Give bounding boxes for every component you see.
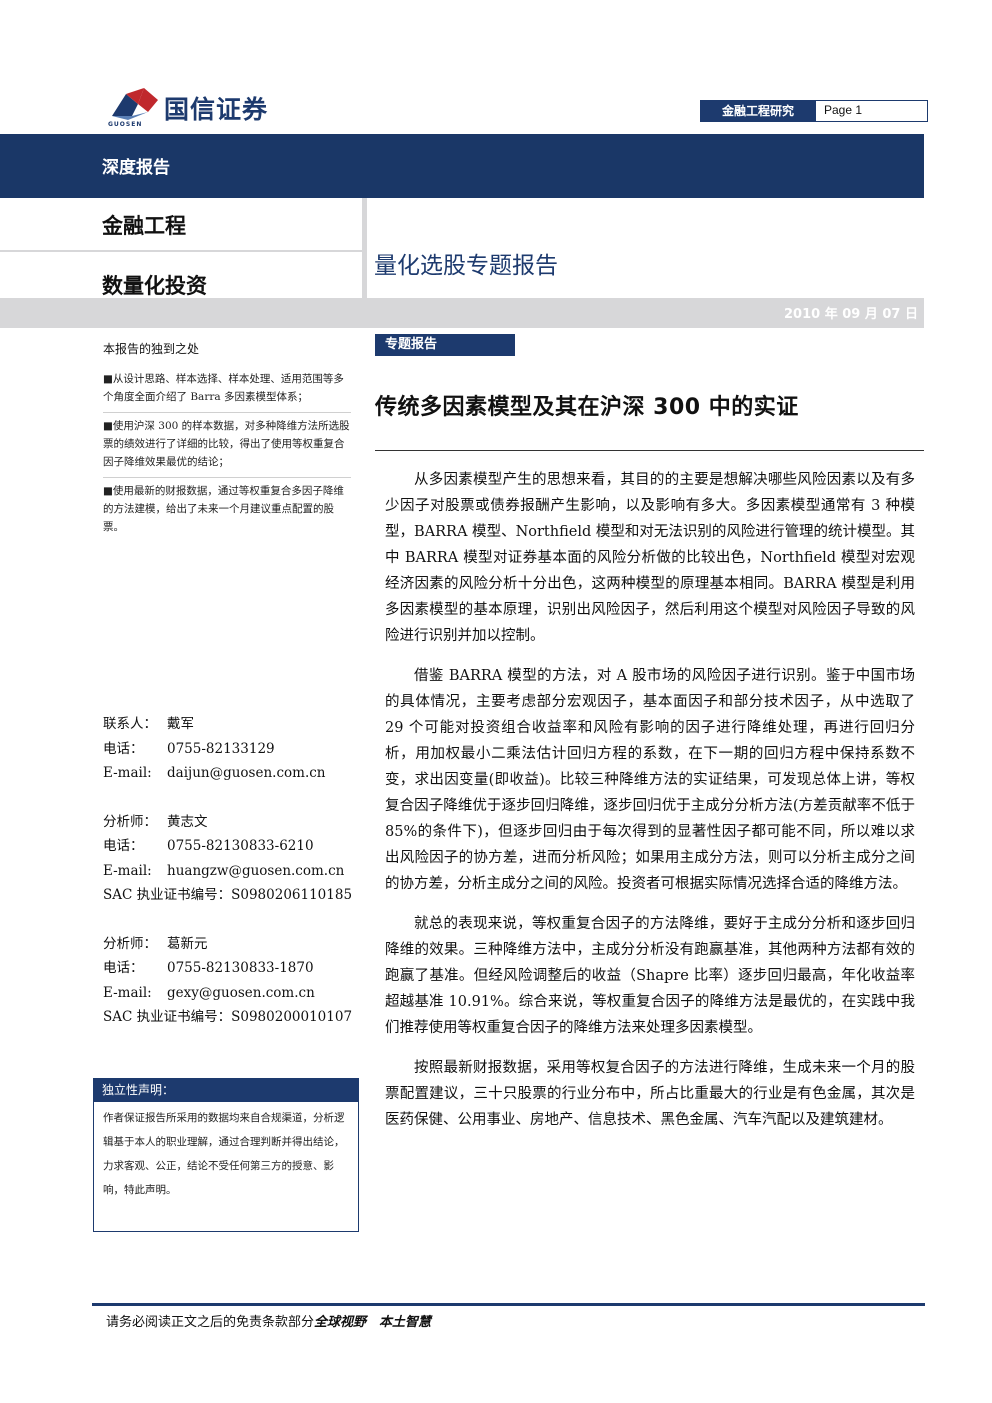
analyst-name-row: 分析师： 葛新元 (103, 932, 363, 957)
footer-disclaimer: 请务必阅读正文之后的免责条款部分 (106, 1315, 315, 1330)
analyst-cert-row: SAC 执业证书编号：S0980200010107 (103, 1005, 363, 1030)
brand-name: 国信证券 (164, 95, 269, 124)
email-label: E-mail: (103, 862, 152, 879)
cert-label: SAC 执业证书编号： (103, 1009, 232, 1025)
contact-list: 联系人： 戴军 电话： 0755-82133129 E-mail: daijun@gu… (103, 712, 363, 1030)
page-number: Page 1 (824, 103, 863, 117)
analyst-email-row: E-mail: gexy@guosen.com.cn (103, 981, 363, 1006)
department-label: 金融工程研究 (700, 100, 816, 122)
cert-label: SAC 执业证书编号： (103, 887, 232, 903)
panel-divider (362, 198, 367, 298)
contact-label: 联系人： (103, 716, 157, 732)
analyst-cert: S0980206110185 (231, 887, 353, 903)
body-paragraph: 从多因素模型产生的思想来看，其目的的主要是想解决哪些风险因素以及有多少因子对股票… (385, 472, 915, 644)
analyst-name-row: 分析师： 黄志文 (103, 810, 363, 835)
phone-label: 电话： (103, 740, 144, 757)
highlight-item: ■使用沪深 300 的样本数据，对多种降维方法所选股票的绩效进行了详细的比较，得… (103, 412, 351, 471)
analyst-cert: S0980200010107 (231, 1009, 353, 1025)
title-divider (375, 450, 924, 451)
report-subject: 量化选股专题报告 (374, 253, 558, 279)
contact-email[interactable]: daijun@guosen.com.cn (167, 765, 326, 781)
report-type-banner (0, 134, 924, 198)
phone-label: 电话： (103, 960, 144, 976)
highlights-list: ■从设计思路、样本选择、样本处理、适用范围等多个角度全面介绍了 Barra 多因… (103, 370, 351, 542)
analyst-cert-row: SAC 执业证书编号：S0980206110185 (103, 883, 363, 908)
contact-name: 戴军 (167, 716, 194, 732)
highlight-item: ■从设计思路、样本选择、样本处理、适用范围等多个角度全面介绍了 Barra 多因… (103, 373, 344, 403)
analyst-email-row: E-mail: huangzw@guosen.com.cn (103, 859, 363, 884)
contact-email-row: E-mail: daijun@guosen.com.cn (103, 761, 363, 786)
body-paragraph: 按照最新财报数据，采用等权复合因子的方法进行降维，生成未来一个月的股票配置建议，… (385, 1060, 915, 1128)
footer-slogan: 全球视野 本土智慧 (314, 1315, 432, 1330)
analyst-label: 分析师： (103, 813, 157, 830)
email-label: E-mail: (103, 765, 152, 781)
contact-phone-row: 电话： 0755-82133129 (103, 737, 363, 762)
analyst-phone: 0755-82130833-6210 (167, 838, 314, 854)
highlight-item: ■使用最新的财报数据，通过等权重复合多因子降维的方法建模，给出了未来一个月建议重… (103, 477, 351, 536)
phone-label: 电话： (103, 838, 144, 854)
report-type: 深度报告 (102, 158, 170, 178)
sub-sector-title: 数量化投资 (102, 274, 207, 298)
contact-phone: 0755-82133129 (167, 740, 275, 757)
sector-title: 金融工程 (102, 214, 186, 238)
highlights-title: 本报告的独到之处 (103, 342, 200, 356)
article-body: 从多因素模型产生的思想来看，其目的的主要是想解决哪些风险因素以及有多少因子对股票… (385, 467, 915, 1147)
sector-panel-top (0, 198, 362, 250)
analyst-phone-row: 电话： 0755-82130833-1870 (103, 956, 363, 981)
sector-panel-bottom (0, 252, 362, 298)
article-title: 传统多因素模型及其在沪深 300 中的实证 (375, 395, 799, 420)
footer-divider (92, 1303, 925, 1306)
subject-panel (367, 198, 924, 298)
body-paragraph: 借鉴 BARRA 模型的方法，对 A 股市场的风险因子进行识别。鉴于中国市场的具… (385, 668, 915, 892)
email-label: E-mail: (103, 984, 152, 1001)
date-bar (0, 298, 924, 328)
analyst-phone: 0755-82130833-1870 (167, 960, 314, 976)
footer: 请务必阅读正文之后的免责条款部分全球视野 本土智慧 (106, 1311, 431, 1330)
report-date: 2010 年 09 月 07 日 (784, 307, 918, 322)
analyst-label: 分析师： (103, 935, 157, 952)
contact-name-row: 联系人： 戴军 (103, 712, 363, 737)
analyst-name: 黄志文 (167, 813, 208, 830)
analyst-email[interactable]: huangzw@guosen.com.cn (167, 862, 345, 879)
brand-sub: GUOSEN (108, 121, 143, 128)
analyst-phone-row: 电话： 0755-82130833-6210 (103, 834, 363, 859)
body-paragraph: 就总的表现来说，等权重复合因子的方法降维，要好于主成分分析和逐步回归降维的效果。… (385, 916, 915, 1036)
analyst-name: 葛新元 (167, 935, 208, 952)
independence-title: 独立性声明： (93, 1078, 359, 1102)
article-tag: 专题报告 (375, 334, 515, 356)
guosen-logo-icon (112, 88, 158, 120)
independence-text: 作者保证报告所采用的数据均来自合规渠道，分析逻辑基于本人的职业理解，通过合理判断… (103, 1112, 345, 1196)
analyst-email[interactable]: gexy@guosen.com.cn (167, 984, 315, 1001)
